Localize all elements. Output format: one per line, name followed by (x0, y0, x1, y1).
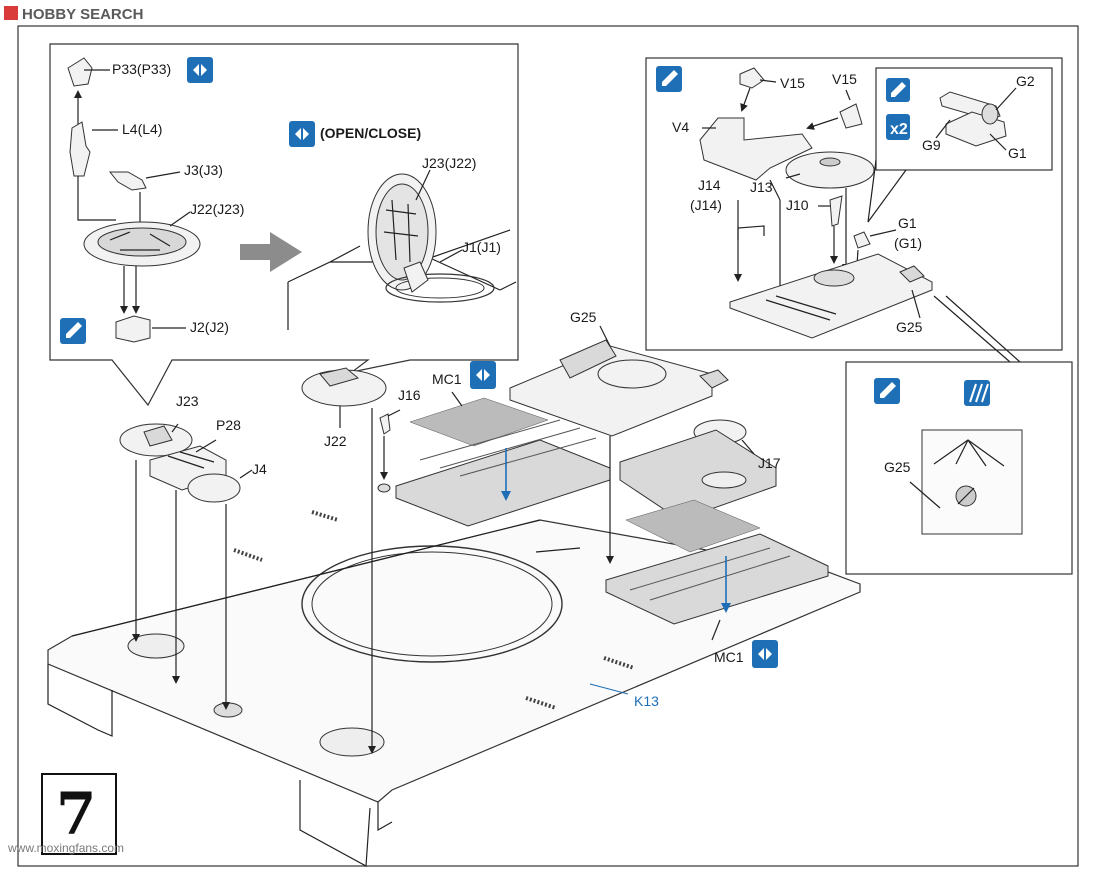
label-j1: J1(J1) (462, 239, 501, 255)
label-j22: J22 (324, 433, 347, 449)
part-p33 (67, 57, 93, 87)
part-mc1-grille-right (625, 499, 761, 553)
glue-icon (886, 78, 910, 102)
deck-labels: J23 P28 J4 J22 J16 MC1 G25 J17 MC1 K13 (176, 309, 781, 709)
callout-paint: G25 (845, 295, 1073, 575)
part-v15-top (739, 67, 765, 89)
label-mc1-left: MC1 (432, 371, 462, 387)
label-j23: J23 (176, 393, 199, 409)
part-engine-deck-left (395, 439, 611, 527)
label-g1-sub: G1 (1008, 145, 1027, 161)
label-j23-j22: J23(J22) (422, 155, 476, 171)
label-v15-top: V15 (780, 75, 805, 91)
label-j3: J3(J3) (184, 162, 223, 178)
label-x2: x2 (890, 121, 908, 138)
paint-icon (964, 380, 990, 406)
label-j4: J4 (252, 461, 267, 477)
glue-icon (60, 318, 86, 344)
label-g2: G2 (1016, 73, 1035, 89)
label-j13: J13 (750, 179, 773, 195)
part-v15-right (839, 103, 863, 129)
part-mc1-grille-left (409, 397, 549, 447)
label-g9: G9 (922, 137, 941, 153)
label-j16: J16 (398, 387, 421, 403)
page-frame (17, 25, 1079, 867)
direction-icon (752, 640, 778, 668)
part-j16 (379, 413, 391, 435)
step-number-box: 7 (41, 773, 117, 855)
watermark-site: www.moxingfans.com (7, 841, 124, 855)
label-mc1-right: MC1 (714, 649, 744, 665)
direction-icon (470, 361, 496, 389)
label-g1: G1 (898, 215, 917, 231)
label-j2: J2(J2) (190, 319, 229, 335)
sequence-arrow-icon (240, 232, 302, 272)
label-p33: P33(P33) (112, 61, 171, 77)
step-number: 7 (56, 780, 96, 848)
direction-icon (187, 57, 213, 83)
part-j2 (115, 315, 151, 343)
part-j10 (829, 195, 843, 227)
watermark-header: HOBBY SEARCH (4, 6, 143, 23)
label-v15-right: V15 (832, 71, 857, 87)
callout-left: P33(P33) L4(L4) J3(J3) J22(J23) J2(J2) (… (49, 43, 519, 407)
label-j22-j23: J22(J23) (190, 201, 244, 217)
glue-icon (874, 378, 900, 404)
hobby-search-logo-icon (4, 6, 18, 20)
label-g25-deck: G25 (570, 309, 597, 325)
part-l4 (69, 121, 91, 177)
part-j4 (187, 473, 241, 503)
label-j14: J14 (698, 177, 721, 193)
x2-quantity-icon: x2 (886, 114, 910, 140)
part-j3 (108, 171, 147, 191)
label-g25-right: G25 (896, 319, 923, 335)
label-k13: K13 (634, 693, 659, 709)
label-l4: L4(L4) (122, 121, 162, 137)
part-j13 (785, 151, 875, 189)
callout-right: V15 V15 V4 J13 J14 (J14) J10 G1 (G1) G25… (645, 57, 1063, 351)
glue-icon (656, 66, 682, 92)
part-g2 (981, 103, 999, 125)
part-v4 (699, 117, 813, 181)
label-v4: V4 (672, 119, 689, 135)
part-g1 (853, 231, 871, 249)
label-j14-alt: (J14) (690, 197, 722, 213)
watermark-brand: HOBBY SEARCH (22, 6, 143, 23)
label-open-close: (OPEN/CLOSE) (320, 125, 421, 141)
label-g25-paint: G25 (884, 459, 911, 475)
turret-ring (301, 545, 563, 663)
part-engine-deck-right (619, 429, 777, 521)
label-p28: P28 (216, 417, 241, 433)
label-j17: J17 (758, 455, 781, 471)
label-j10: J10 (786, 197, 809, 213)
deck-parts (119, 325, 829, 754)
part-g25-plate (729, 253, 933, 339)
label-g1-alt: (G1) (894, 235, 922, 251)
direction-icon (289, 121, 315, 147)
